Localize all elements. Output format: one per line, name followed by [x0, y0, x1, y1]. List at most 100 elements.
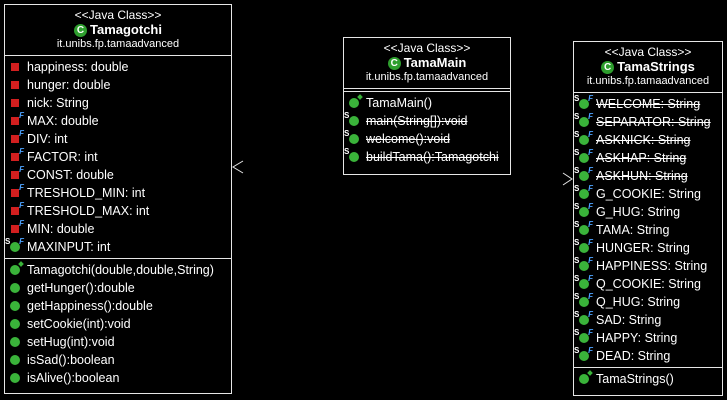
method-row[interactable]: setHug(int):void [5, 333, 231, 351]
static-marker-icon: S [344, 129, 350, 138]
public-method-icon: S [344, 129, 363, 146]
attribute-text: TAMA: String [596, 223, 670, 237]
final-marker-icon: F [19, 129, 24, 138]
method-text: getHappiness():double [27, 299, 153, 313]
icon-shape [349, 98, 359, 108]
static-marker-icon: S [574, 202, 580, 211]
method-row[interactable]: setCookie(int):void [5, 315, 231, 333]
public-method-icon [8, 281, 24, 295]
stereotype-label: <<Java Class>> [604, 45, 692, 59]
icon-shape [579, 153, 589, 163]
icon-shape [579, 333, 589, 343]
private-field-icon: F [8, 183, 24, 200]
class-tamastrings[interactable]: <<Java Class>> C TamaStrings it.unibs.fp… [573, 41, 723, 396]
icon-shape [11, 153, 19, 161]
method-row[interactable]: isAlive():boolean [5, 369, 231, 387]
method-row[interactable]: getHunger():double [5, 279, 231, 297]
method-row[interactable]: Tamagotchi(double,double,String) [5, 261, 231, 279]
icon-shape [11, 225, 19, 233]
static-marker-icon: S [574, 184, 580, 193]
constructor-icon [347, 96, 363, 110]
attribute-text: G_HUG: String [596, 205, 681, 219]
private-field-icon: F [8, 129, 24, 146]
final-marker-icon: F [588, 202, 593, 211]
static-marker-icon: S [574, 148, 580, 157]
icon-shape [10, 373, 20, 383]
methods-compartment: TamaStrings() [574, 368, 722, 390]
final-marker-icon: F [588, 184, 593, 193]
attribute-row[interactable]: hunger: double [5, 76, 231, 94]
class-tamamain[interactable]: <<Java Class>> C TamaMain it.unibs.fp.ta… [343, 37, 511, 175]
attribute-row[interactable]: happiness: double [5, 58, 231, 76]
method-row[interactable]: TamaMain() [344, 94, 510, 112]
static-marker-icon: S [574, 310, 580, 319]
attribute-row[interactable]: nick: String [5, 94, 231, 112]
attribute-text: TRESHOLD_MAX: int [27, 204, 150, 218]
attribute-text: MAX: double [27, 114, 99, 128]
class-icon: C [387, 56, 401, 70]
icon-shape [10, 242, 20, 252]
class-tamagotchi[interactable]: <<Java Class>> C Tamagotchi it.unibs.fp.… [4, 4, 232, 394]
method-row[interactable]: TamaStrings() [574, 370, 722, 388]
icon-shape [10, 301, 20, 311]
attribute-text: SAD: String [596, 313, 662, 327]
icon-shape [579, 374, 589, 384]
stereotype-label: <<Java Class>> [74, 8, 162, 22]
class-header: <<Java Class>> C Tamagotchi it.unibs.fp.… [5, 5, 231, 56]
icon-shape [579, 315, 589, 325]
public-method-icon [8, 371, 24, 385]
static-marker-icon: S [574, 112, 580, 121]
class-icon: C [74, 23, 87, 37]
class-name: C Tamagotchi [7, 22, 229, 38]
method-row[interactable]: getHappiness():double [5, 297, 231, 315]
static-marker-icon: S [574, 130, 580, 139]
package-label: it.unibs.fp.tamaadvanced [56, 38, 180, 50]
static-marker-icon: S [574, 328, 580, 337]
attribute-text: Q_HUG: String [596, 295, 681, 309]
final-marker-icon: F [588, 328, 593, 337]
private-field-icon: F [8, 219, 24, 236]
icon-shape [11, 63, 19, 71]
dependency-arrowhead-tamastrings [562, 172, 573, 186]
final-marker-icon: F [588, 220, 593, 229]
attribute-text: HUNGER: String [596, 241, 690, 255]
final-marker-icon: F [588, 256, 593, 265]
method-row[interactable]: isSad():boolean [5, 351, 231, 369]
icon-shape [10, 355, 20, 365]
methods-compartment: Tamagotchi(double,double,String)getHunge… [5, 259, 231, 389]
private-field-icon: F [8, 111, 24, 128]
